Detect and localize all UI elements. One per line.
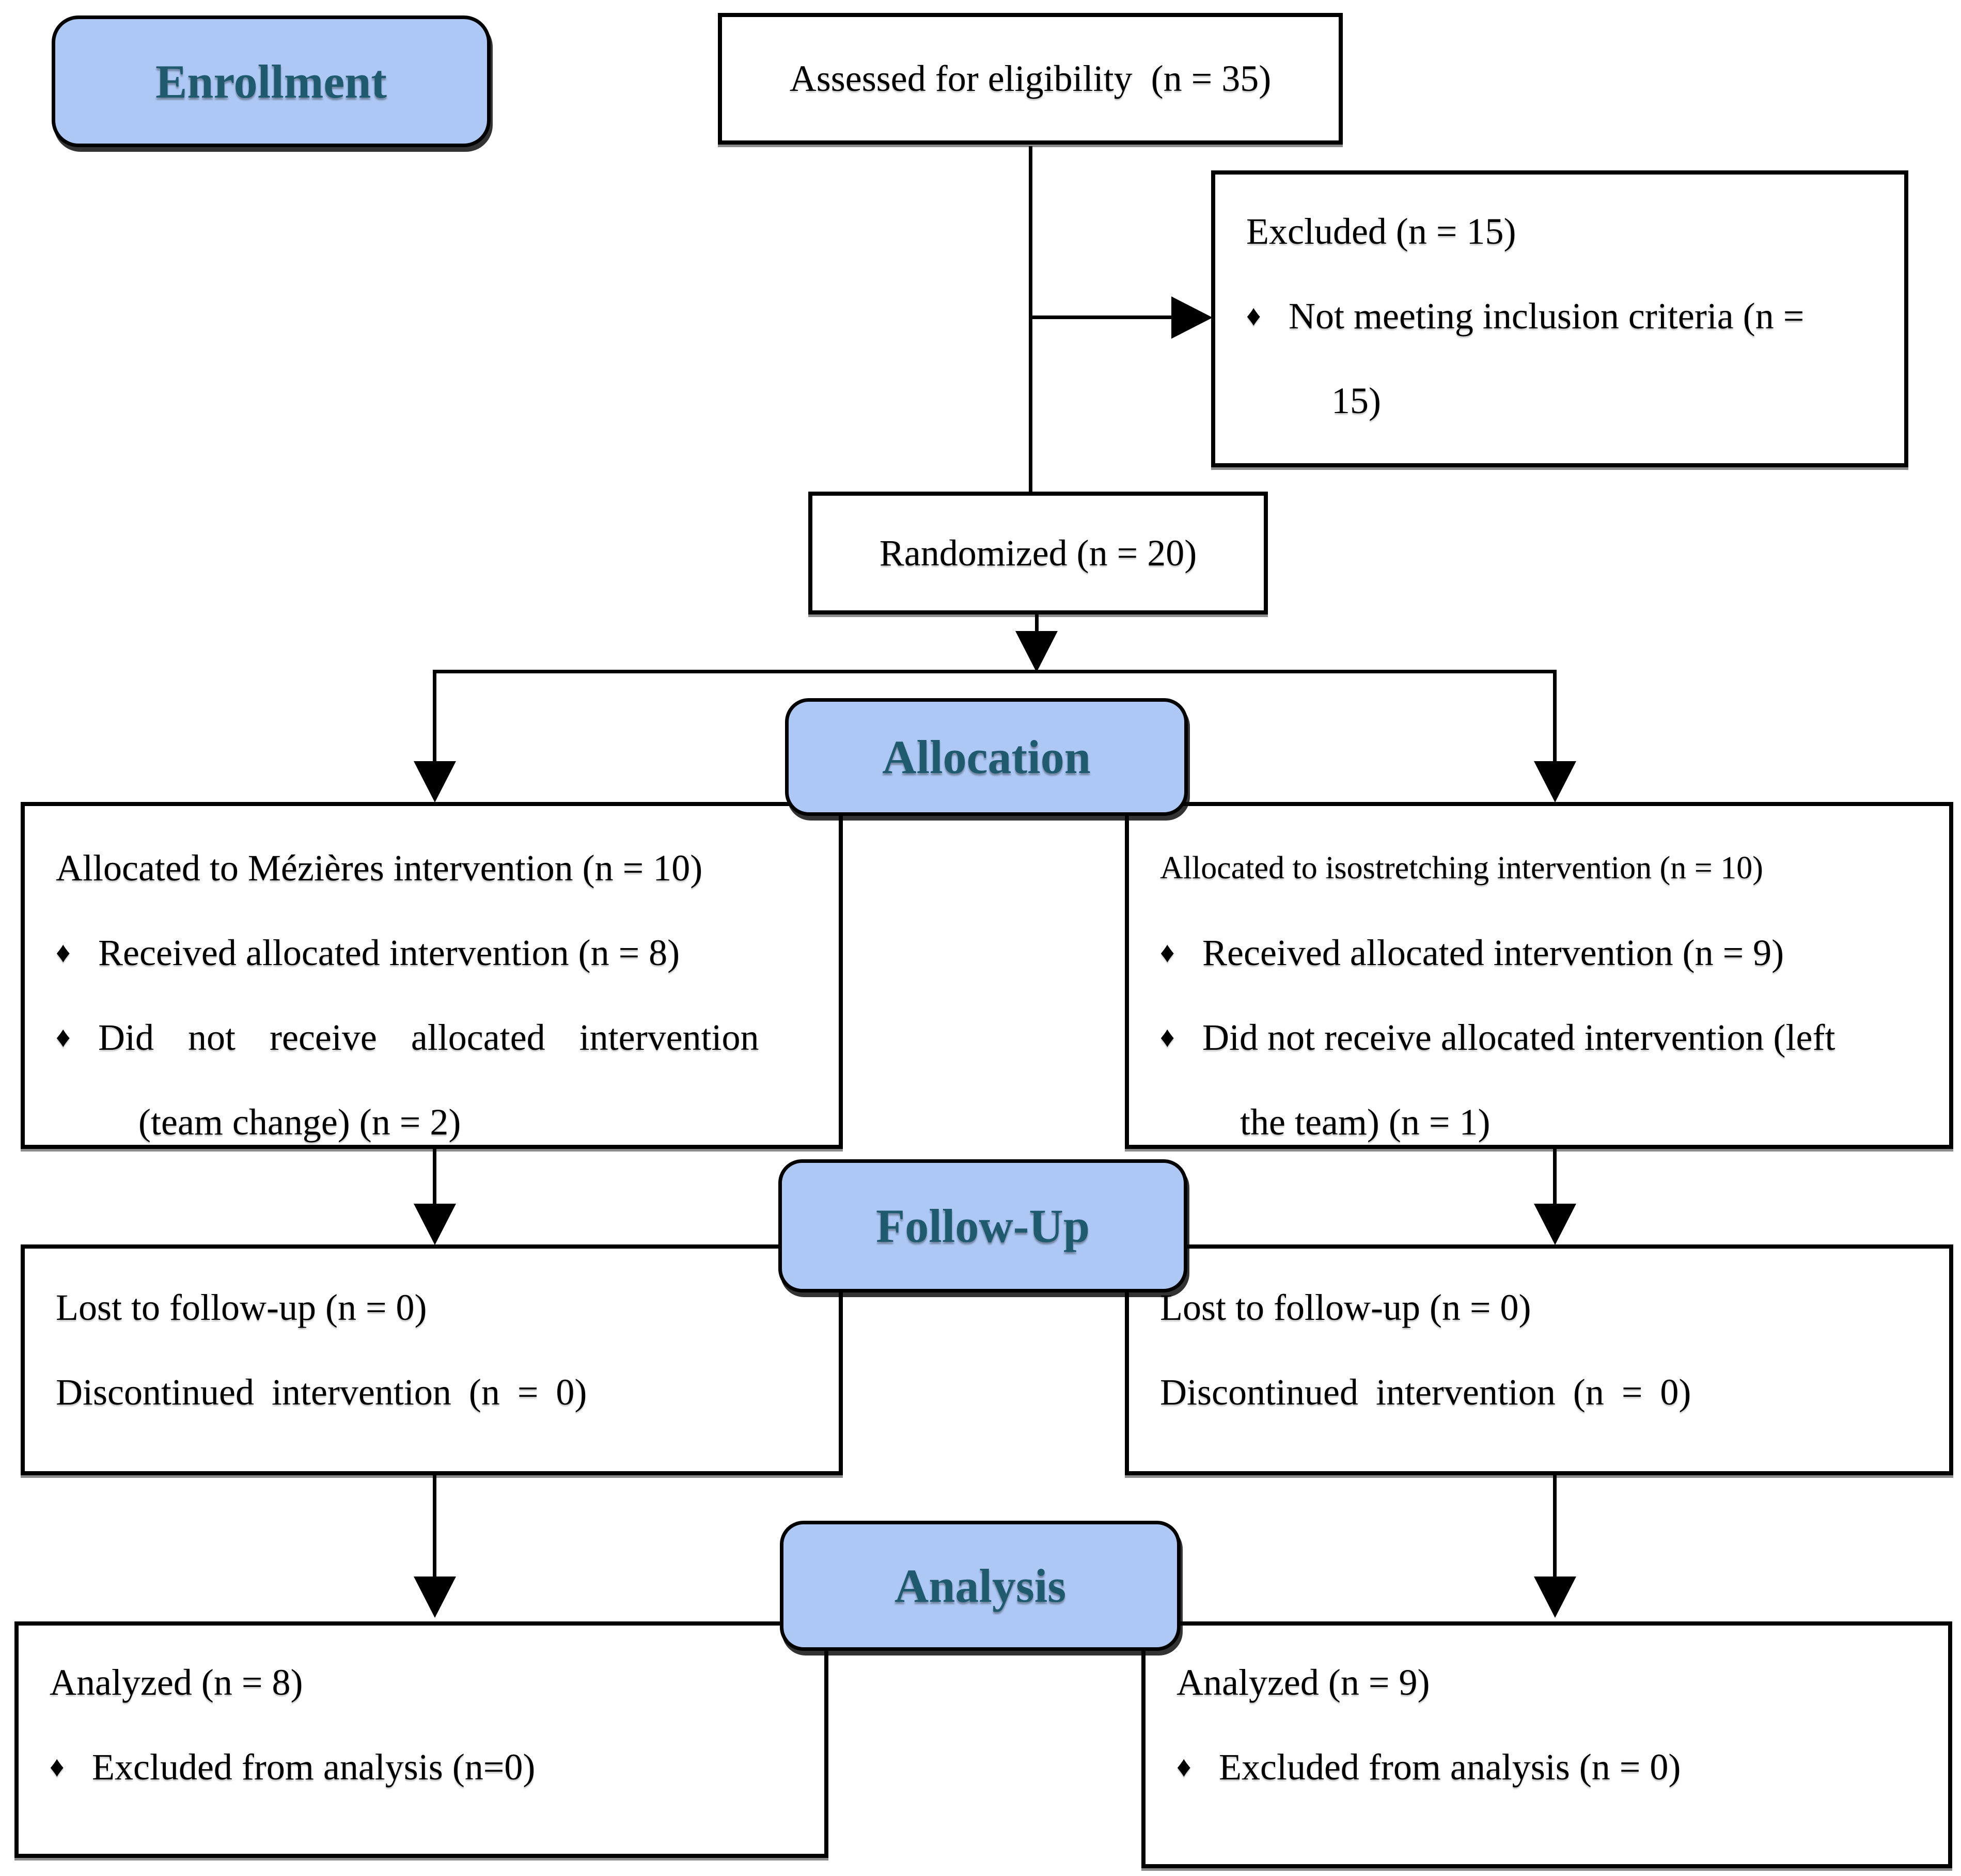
diamond-bullet-icon: ♦ xyxy=(1160,1021,1175,1053)
allocation-right-item1-text: Received allocated intervention (n = 9) xyxy=(1202,932,1784,973)
arrowhead-branch-icon xyxy=(1015,631,1058,672)
connector-branch-left-drop xyxy=(433,670,436,762)
assessed-text: Assessed for eligibility (n = 35) xyxy=(789,58,1272,99)
randomized-box: Randomized (n = 20) xyxy=(808,492,1268,614)
arrowhead-analysis-left-icon xyxy=(414,1577,456,1618)
followup-left-line1: Lost to follow-up (n = 0) xyxy=(56,1287,427,1328)
analysis-left-line1: Analyzed (n = 8) xyxy=(50,1662,303,1703)
diamond-bullet-icon: ♦ xyxy=(1160,937,1175,969)
followup-right-line2: Discontinued intervention (n = 0) xyxy=(1160,1371,1691,1413)
analysis-left-box: Analyzed (n = 8) ♦ Excluded from analysi… xyxy=(14,1621,828,1858)
excluded-title: Excluded (n = 15) xyxy=(1246,211,1516,252)
diamond-bullet-icon: ♦ xyxy=(1246,300,1261,332)
analysis-left-item1-text: Excluded from analysis (n=0) xyxy=(92,1746,536,1788)
allocation-right-item2-text: Did not receive allocated intervention (… xyxy=(1202,1017,1836,1058)
analysis-right-item1: ♦ Excluded from analysis (n = 0) xyxy=(1176,1745,1935,1789)
arrowhead-followup-left-icon xyxy=(414,1204,456,1245)
diamond-bullet-icon: ♦ xyxy=(50,1751,65,1783)
stage-label-followup: Follow-Up xyxy=(778,1159,1187,1292)
arrowhead-excluded-icon xyxy=(1171,296,1213,339)
assessed-box: Assessed for eligibility (n = 35) xyxy=(718,13,1343,145)
allocation-left-item1: ♦ Received allocated intervention (n = 8… xyxy=(56,931,826,974)
analysis-right-item1-text: Excluded from analysis (n = 0) xyxy=(1219,1746,1681,1788)
stage-label-analysis: Analysis xyxy=(780,1521,1181,1651)
excluded-item-text: Not meeting inclusion criteria (n = xyxy=(1289,295,1805,337)
arrowhead-analysis-right-icon xyxy=(1534,1577,1576,1618)
arrowhead-followup-right-icon xyxy=(1534,1204,1576,1245)
connector-followupright-to-analysis xyxy=(1553,1473,1557,1578)
followup-right-box: Lost to follow-up (n = 0) Discontinued i… xyxy=(1125,1244,1953,1475)
connector-branch-right-drop xyxy=(1553,670,1557,762)
followup-left-line2: Discontinued intervention (n = 0) xyxy=(56,1371,587,1413)
excluded-box: Excluded (n = 15) ♦ Not meeting inclusio… xyxy=(1211,170,1908,467)
allocation-right-title: Allocated to isostretching intervention … xyxy=(1160,850,1763,886)
diamond-bullet-icon: ♦ xyxy=(1176,1751,1191,1783)
allocation-right-box: Allocated to isostretching intervention … xyxy=(1125,802,1953,1149)
excluded-item-cont: 15) xyxy=(1331,380,1381,421)
connector-randomized-to-branch xyxy=(1035,613,1039,634)
allocation-right-item1: ♦ Received allocated intervention (n = 9… xyxy=(1160,931,1936,974)
allocation-left-item2-text: Did not receive allocated intervention xyxy=(98,1017,759,1058)
connector-branch-horizontal xyxy=(433,670,1557,673)
allocation-right-item2: ♦ Did not receive allocated intervention… xyxy=(1160,1016,1936,1059)
connector-allocright-to-followup xyxy=(1553,1147,1557,1205)
connector-assessed-to-randomized xyxy=(1029,146,1032,493)
arrowhead-alloc-right-icon xyxy=(1534,761,1576,802)
diamond-bullet-icon: ♦ xyxy=(56,937,71,969)
arrowhead-alloc-left-icon xyxy=(414,761,456,802)
analysis-left-item1: ♦ Excluded from analysis (n=0) xyxy=(50,1745,811,1789)
stage-label-allocation: Allocation xyxy=(785,698,1188,816)
allocation-left-item1-text: Received allocated intervention (n = 8) xyxy=(98,932,680,973)
connector-to-excluded xyxy=(1030,316,1174,319)
allocation-left-item2-cont: (team change) (n = 2) xyxy=(138,1101,461,1143)
allocation-left-box: Allocated to Mézières intervention (n = … xyxy=(21,802,843,1149)
allocation-left-item2: ♦ Did not receive allocated intervention xyxy=(56,1016,826,1059)
diamond-bullet-icon: ♦ xyxy=(56,1021,71,1053)
connector-followupleft-to-analysis xyxy=(433,1473,436,1578)
allocation-right-item2-cont: the team) (n = 1) xyxy=(1240,1101,1491,1143)
allocation-left-title: Allocated to Mézières intervention (n = … xyxy=(56,847,703,889)
followup-right-line1: Lost to follow-up (n = 0) xyxy=(1160,1287,1531,1328)
excluded-item: ♦ Not meeting inclusion criteria (n = xyxy=(1246,294,1889,338)
connector-allocleft-to-followup xyxy=(433,1147,436,1205)
followup-left-box: Lost to follow-up (n = 0) Discontinued i… xyxy=(21,1244,843,1475)
analysis-right-box: Analyzed (n = 9) ♦ Excluded from analysi… xyxy=(1141,1621,1952,1868)
randomized-text: Randomized (n = 20) xyxy=(879,532,1197,574)
analysis-right-line1: Analyzed (n = 9) xyxy=(1176,1662,1430,1703)
stage-label-enrollment: Enrollment xyxy=(52,15,491,147)
